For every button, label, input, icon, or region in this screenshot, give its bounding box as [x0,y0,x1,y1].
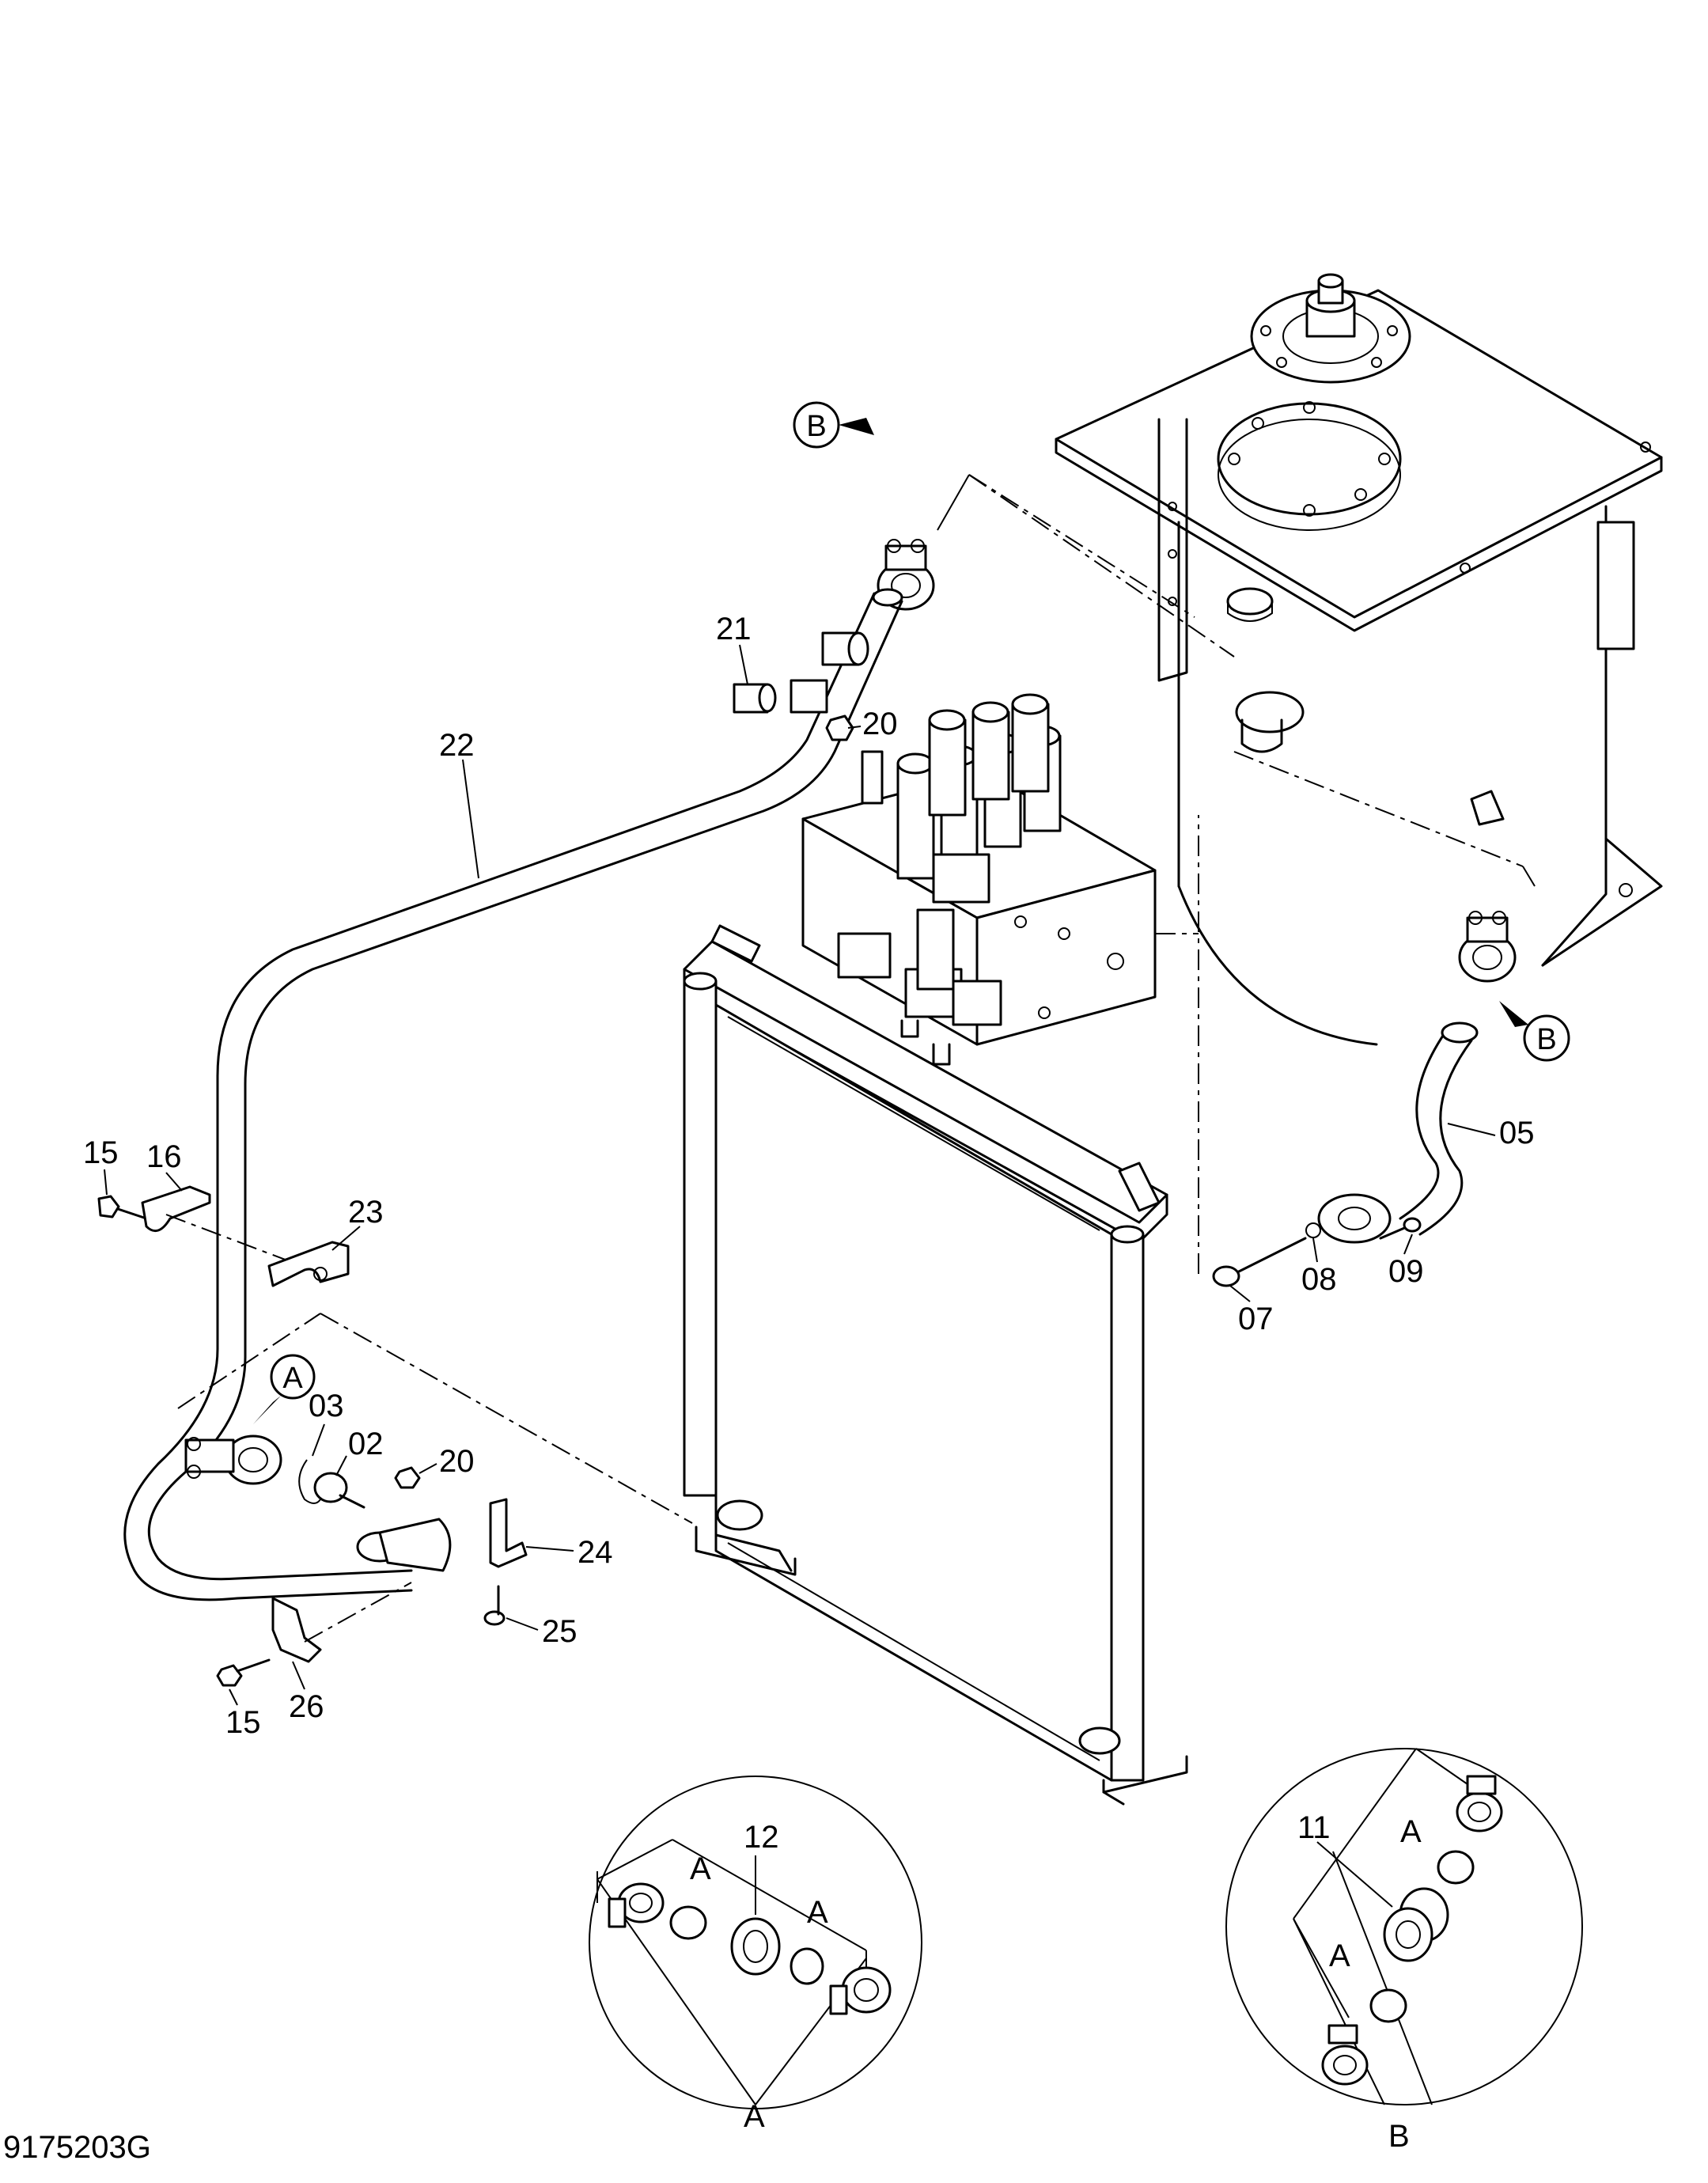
detail-view-b: 11 A A B [1225,1748,1583,2154]
label-26: 26 [289,1689,324,1724]
detail-b-label-a1: A [1400,1814,1422,1849]
label-08: 08 [1301,1262,1337,1297]
drawing-id: 9175203G [3,2130,151,2165]
label-16: 16 [146,1139,182,1174]
label-02: 02 [348,1427,384,1461]
label-15-upper: 15 [83,1135,119,1170]
oil-cooler [683,924,1188,1806]
label-24: 24 [578,1535,613,1570]
callout-b-lower: B [1499,1001,1570,1062]
callout-b-upper: B [793,401,874,449]
callout-b-upper-label: B [806,410,826,443]
label-03: 03 [309,1389,344,1423]
clamp-b-upper [877,474,1235,658]
detail-b-label-a2: A [1329,1939,1350,1973]
return-pipe [1155,815,1479,1287]
label-09: 09 [1388,1254,1424,1289]
callout-b-lower-label: B [1536,1023,1556,1056]
label-15-lower: 15 [225,1705,261,1740]
part-labels: 21 20 22 05 15 16 23 07 08 09 03 02 20 2… [83,612,1535,1740]
detail-view-a-caption: A [744,2099,765,2134]
label-22: 22 [439,728,475,763]
detail-view-a: A 12 A A [589,1776,922,2134]
suction-pipe [123,588,903,1601]
detail-a-label-a2: A [807,1895,828,1930]
detail-view-b-caption: B [1388,2119,1410,2154]
control-valve [801,693,1157,1066]
detail-b-label-11: 11 [1297,1810,1331,1845]
label-05: 05 [1499,1116,1535,1150]
label-07: 07 [1238,1302,1274,1336]
label-25: 25 [542,1614,578,1649]
callout-a-left-label: A [282,1362,303,1395]
detail-a-label-a1: A [690,1851,711,1886]
detail-a-label-12: 12 [744,1820,779,1855]
label-20-lower: 20 [439,1444,475,1479]
label-23: 23 [348,1195,384,1230]
callout-a-left: A [253,1354,316,1424]
hydraulic-tank [1055,273,1663,1046]
label-21: 21 [716,612,752,646]
clamp-b-lower [1233,751,1536,983]
left-parts [97,1185,693,1687]
label-20-upper: 20 [862,707,898,741]
